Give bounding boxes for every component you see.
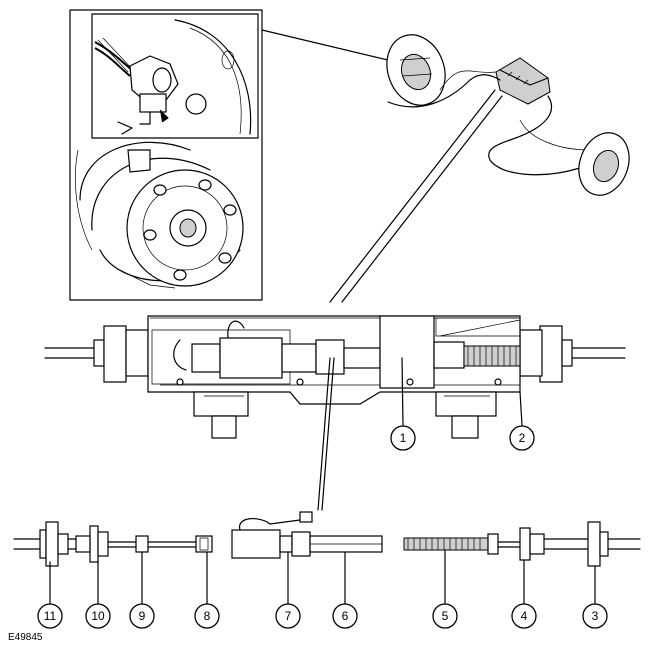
callout-9-label: 9	[139, 609, 146, 623]
callout-7-label: 7	[285, 609, 292, 623]
bottom-leaders	[49, 549, 596, 605]
callout-5: 5	[432, 603, 458, 629]
callout-1: 1	[390, 425, 416, 451]
callout-2-label: 2	[519, 431, 526, 445]
module-leader-1	[329, 89, 496, 303]
callout-6: 6	[332, 603, 358, 629]
callout-8: 8	[194, 603, 220, 629]
callout-10-label: 10	[91, 609, 105, 623]
module-leader-2	[341, 95, 503, 303]
callout-11: 11	[37, 603, 63, 629]
callout-4-label: 4	[521, 609, 528, 623]
figure-reference: E49845	[8, 632, 43, 643]
callout-2: 2	[509, 425, 535, 451]
callout-1-label: 1	[400, 431, 407, 445]
callout-4: 4	[511, 603, 537, 629]
inset-leader	[261, 29, 389, 61]
system-overview	[386, 34, 630, 196]
assembly-view	[44, 315, 626, 511]
callout-10: 10	[85, 603, 111, 629]
exploded-view	[13, 511, 641, 567]
callout-3-label: 3	[592, 609, 599, 623]
leader-1	[401, 357, 404, 426]
callout-8-label: 8	[204, 609, 211, 623]
leader-2	[519, 391, 523, 426]
callout-6-label: 6	[342, 609, 349, 623]
inset-detail	[69, 9, 263, 301]
callout-5-label: 5	[442, 609, 449, 623]
callout-7: 7	[275, 603, 301, 629]
callout-11-label: 11	[44, 609, 57, 623]
callout-9: 9	[129, 603, 155, 629]
callout-3: 3	[582, 603, 608, 629]
